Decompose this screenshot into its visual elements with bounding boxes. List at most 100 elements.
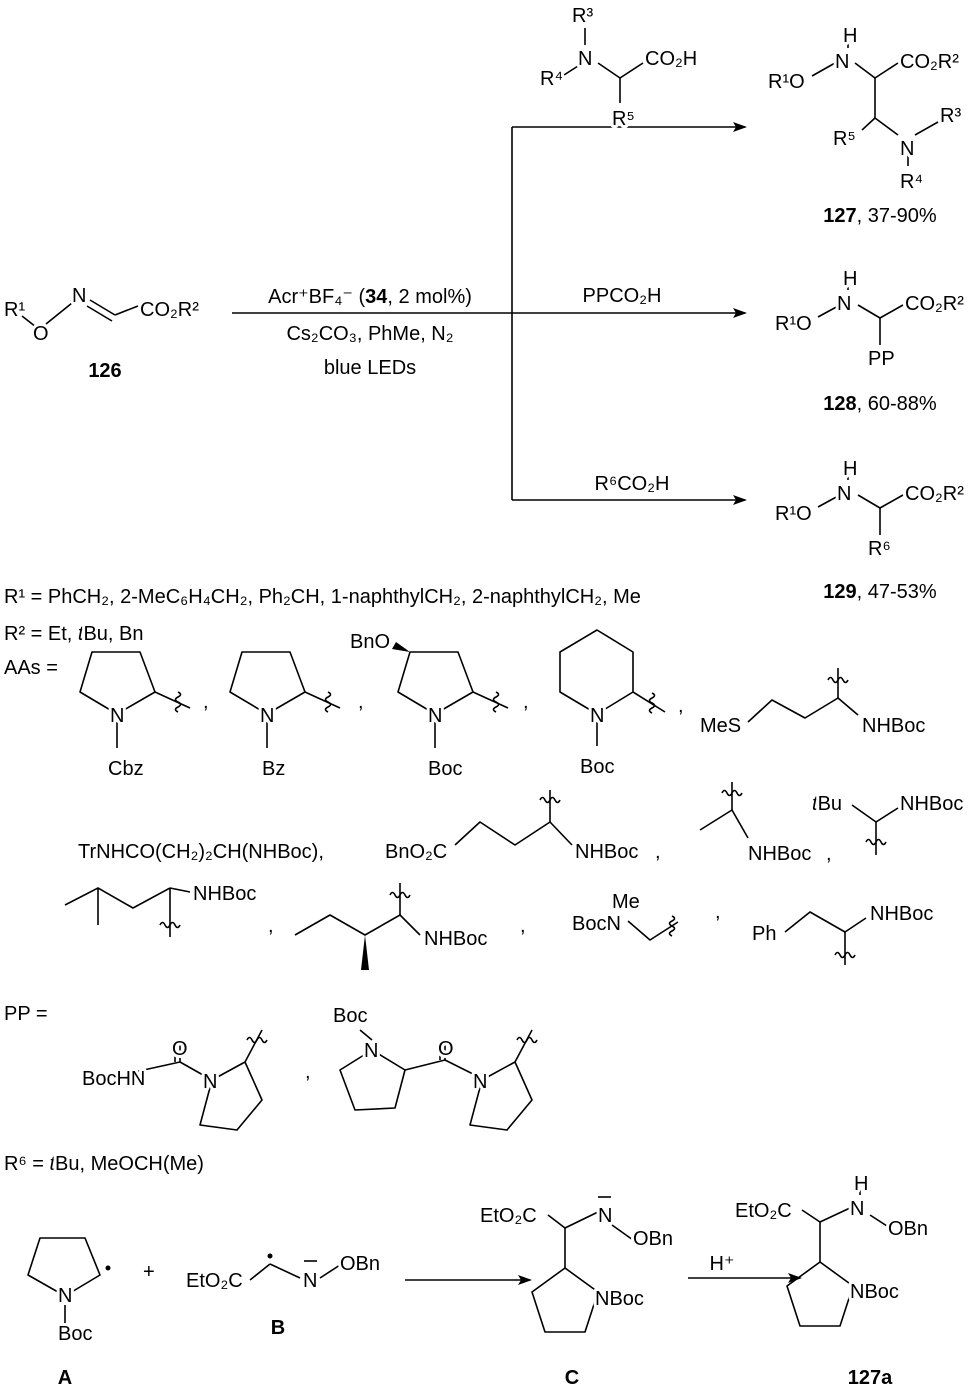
- bond: [319, 1264, 341, 1279]
- nitrogen-label: N: [590, 705, 604, 727]
- bond: [879, 304, 904, 319]
- bond: [244, 1029, 263, 1063]
- r6-label: R⁶: [868, 538, 891, 560]
- r6-definition: R⁶ = tBu, MeOCH(Me): [4, 1153, 204, 1175]
- obn-label: OBn: [633, 1228, 673, 1250]
- nhboc-label: NHBoc: [870, 903, 933, 925]
- bond: [875, 807, 899, 823]
- bochn-label: BocHN: [82, 1068, 145, 1090]
- bond: [857, 304, 881, 319]
- cbz-label: Cbz: [108, 758, 144, 780]
- boc-label: Boc: [580, 756, 614, 778]
- r4-label: R⁴: [900, 171, 923, 193]
- bond: [21, 315, 37, 328]
- comma: ,: [655, 841, 661, 863]
- comma: ,: [678, 695, 684, 717]
- bond: [89, 299, 116, 316]
- compound-129-label-part: , 47-53%: [857, 581, 937, 603]
- r3-label: R³: [940, 105, 961, 127]
- compound-128-label-part: 128: [823, 393, 856, 415]
- nitrogen-label: N: [900, 138, 914, 160]
- compound-127-label-part: , 37-90%: [857, 205, 937, 227]
- trnhco-label: TrNHCO(CH₂)₂CH(NHBoc),: [78, 841, 324, 863]
- conditions-catalyst: Acr⁺BF₄⁻ (34, 2 mol%): [268, 286, 472, 308]
- bocn-label: BocN: [572, 913, 621, 935]
- ph-label: Ph: [752, 923, 776, 945]
- r3-label: R³: [572, 5, 593, 27]
- compound-129-label-part: 129: [823, 581, 856, 603]
- nhboc-label: NHBoc: [193, 883, 256, 905]
- r2-definition-part: R² = Et,: [4, 623, 78, 645]
- nitrogen-label: N: [303, 1270, 317, 1292]
- bond: [851, 804, 877, 823]
- arrowhead-icon: [518, 1275, 532, 1285]
- intermediate-c-label: C: [565, 1367, 579, 1387]
- nhboc-label: NHBoc: [424, 928, 487, 950]
- wavy-bond-icon: [174, 691, 182, 713]
- bond: [86, 305, 113, 322]
- me-label: Me: [612, 891, 640, 913]
- pyrrolidine-ring: [469, 1061, 533, 1131]
- wedge-bond: [392, 642, 410, 652]
- wavy-bond-icon: [721, 789, 743, 797]
- h-label: H: [843, 458, 857, 480]
- compound-129-label: 129, 47-53%: [823, 581, 937, 603]
- ester-label: CO₂R²: [900, 51, 959, 73]
- bond: [857, 494, 881, 509]
- boc-label: Boc: [428, 758, 462, 780]
- wavy-bond-icon: [246, 1036, 268, 1044]
- aas-definition-label: AAs =: [4, 657, 58, 679]
- comma: ,: [523, 691, 529, 713]
- wavy-bond-icon: [389, 891, 411, 899]
- mes-label: MeS: [700, 715, 741, 737]
- pyrrolidine-ring: [79, 651, 156, 715]
- bno2c-label: BnO₂C: [385, 841, 447, 863]
- pp-acid-label: PPCO₂H: [583, 285, 662, 307]
- boc-label: Boc: [58, 1323, 92, 1345]
- oxygen-label: O: [172, 1038, 188, 1060]
- nhboc-label: NHBoc: [900, 793, 963, 815]
- compound-127-label-part: 127: [823, 205, 856, 227]
- bond: [914, 121, 939, 136]
- bond: [844, 917, 867, 933]
- comma: ,: [203, 691, 209, 713]
- nhboc-label: NHBoc: [748, 843, 811, 865]
- pyrrolidine-ring: [199, 1061, 263, 1131]
- bond: [549, 821, 573, 846]
- bond: [564, 1211, 599, 1229]
- arrowhead-icon: [788, 1273, 802, 1283]
- r1o-label: R¹O: [768, 71, 805, 93]
- r6-definition-part: R⁶ =: [4, 1153, 49, 1175]
- wavy-bond-icon: [648, 692, 656, 714]
- bond: [837, 697, 859, 716]
- ester-label: CO₂R²: [140, 299, 199, 321]
- bond: [784, 911, 846, 933]
- intermediate-a-label: A: [58, 1367, 72, 1387]
- nitrogen-label: N: [364, 1040, 378, 1062]
- plus-sign: +: [143, 1261, 155, 1283]
- pyrrolidine-ring: [339, 1049, 406, 1111]
- bonds: [21, 28, 939, 1333]
- pyrrolidine-ring: [786, 1261, 854, 1327]
- comma: ,: [715, 901, 721, 923]
- bond: [45, 302, 73, 325]
- r6-acid-label: R⁶CO₂H: [595, 473, 670, 495]
- nitrogen-label: N: [835, 51, 849, 73]
- bond: [869, 1214, 891, 1229]
- nitrogen-label: N: [473, 1071, 487, 1093]
- wavy-bond-icon: [159, 921, 181, 929]
- h-label: H: [854, 1173, 868, 1195]
- comma: ,: [268, 915, 274, 937]
- nitrogen-label: N: [837, 483, 851, 505]
- r5-label: R⁵: [833, 128, 856, 150]
- bond: [304, 691, 341, 709]
- bond: [597, 62, 621, 79]
- r1o-label: R¹O: [775, 313, 812, 335]
- nitrogen-label: N: [260, 705, 274, 727]
- obn-label: OBn: [340, 1253, 380, 1275]
- bond: [817, 304, 841, 318]
- bond: [861, 117, 876, 131]
- wedge-bond: [361, 935, 369, 970]
- conditions-catalyst-part: 34: [365, 286, 388, 308]
